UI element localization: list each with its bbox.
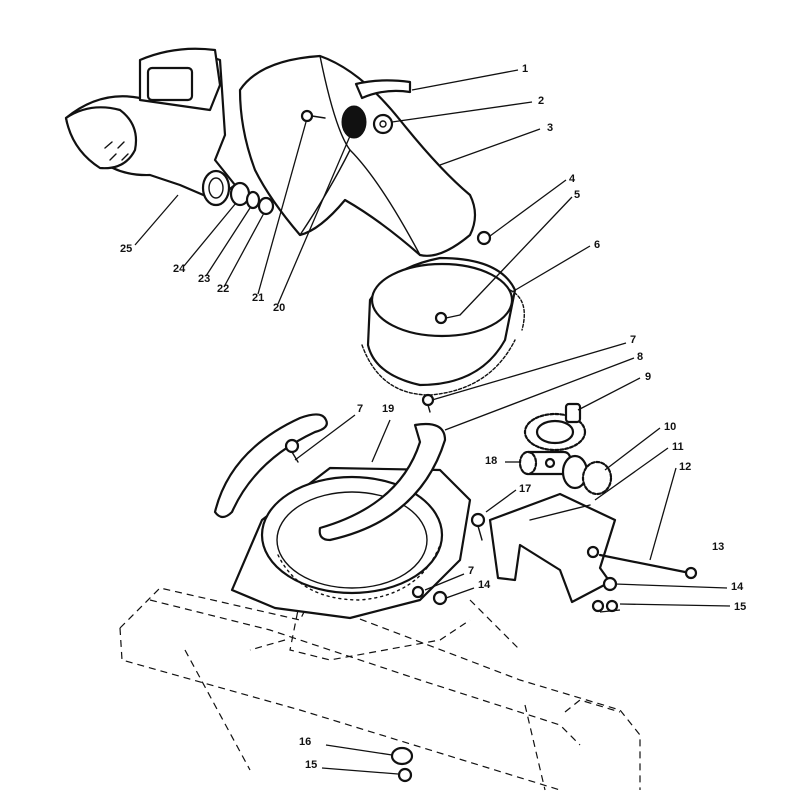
part-label-3: 3 bbox=[547, 122, 553, 134]
mount-bracket-11 bbox=[488, 492, 617, 604]
bolt-17 bbox=[470, 512, 486, 541]
washer-14-right bbox=[602, 576, 618, 592]
washer-23 bbox=[245, 190, 261, 210]
part-label-14: 14 bbox=[478, 579, 491, 591]
bolt-7-lower bbox=[411, 585, 425, 599]
label-1 bbox=[354, 79, 412, 100]
nut-4 bbox=[476, 230, 492, 246]
worm-gear-9 bbox=[523, 402, 587, 452]
part-label-8: 8 bbox=[637, 351, 643, 363]
part-label-15: 15 bbox=[734, 601, 746, 613]
sprocket-2 bbox=[372, 113, 394, 135]
leader-lines bbox=[134, 69, 731, 775]
part-label-17: 17 bbox=[519, 483, 531, 495]
nut-15-right-a bbox=[591, 599, 605, 613]
part-label-25: 25 bbox=[120, 243, 132, 255]
part-label-21: 21 bbox=[252, 292, 264, 304]
part-label-19: 19 bbox=[382, 403, 394, 415]
part-label-1: 1 bbox=[522, 63, 528, 75]
part-label-16: 16 bbox=[299, 736, 311, 748]
bolt-7-right bbox=[421, 393, 435, 413]
washer-14-lower bbox=[432, 590, 448, 606]
chute-deflector bbox=[64, 47, 237, 207]
part-label-4: 4 bbox=[569, 173, 576, 185]
part-label-14: 14 bbox=[731, 581, 744, 593]
bolt-21 bbox=[300, 109, 326, 123]
nut-15-right-b bbox=[605, 599, 619, 613]
shaft-12 bbox=[598, 553, 687, 574]
part-label-22: 22 bbox=[217, 283, 229, 295]
part-label-7: 7 bbox=[468, 565, 474, 577]
part-label-6: 6 bbox=[594, 239, 600, 251]
part-label-10: 10 bbox=[664, 421, 676, 433]
part-label-12: 12 bbox=[679, 461, 691, 473]
retainer-strap bbox=[213, 413, 328, 519]
nut-13 bbox=[684, 566, 698, 580]
part-label-23: 23 bbox=[198, 273, 210, 285]
part-label-11: 11 bbox=[672, 441, 684, 453]
gear-10 bbox=[561, 454, 613, 496]
part-label-7: 7 bbox=[357, 403, 363, 415]
part-label-24: 24 bbox=[173, 263, 186, 275]
discharge-chute bbox=[238, 54, 477, 257]
part-label-5: 5 bbox=[574, 189, 580, 201]
nut-15-bottom bbox=[397, 767, 413, 783]
part-label-15: 15 bbox=[305, 759, 317, 771]
part-label-2: 2 bbox=[538, 95, 544, 107]
part-label-20: 20 bbox=[273, 302, 285, 314]
washer-16 bbox=[390, 746, 414, 766]
bolt-7-upper bbox=[284, 438, 300, 463]
part-label-13: 13 bbox=[712, 541, 724, 553]
part-label-9: 9 bbox=[645, 371, 651, 383]
bolt-5 bbox=[434, 311, 461, 325]
auger-housing bbox=[119, 587, 641, 791]
bracket-8 bbox=[318, 422, 447, 542]
nut-22 bbox=[257, 196, 275, 216]
part-label-7: 7 bbox=[630, 334, 636, 346]
chute-ring-gear bbox=[361, 256, 525, 396]
part-label-18: 18 bbox=[485, 455, 497, 467]
